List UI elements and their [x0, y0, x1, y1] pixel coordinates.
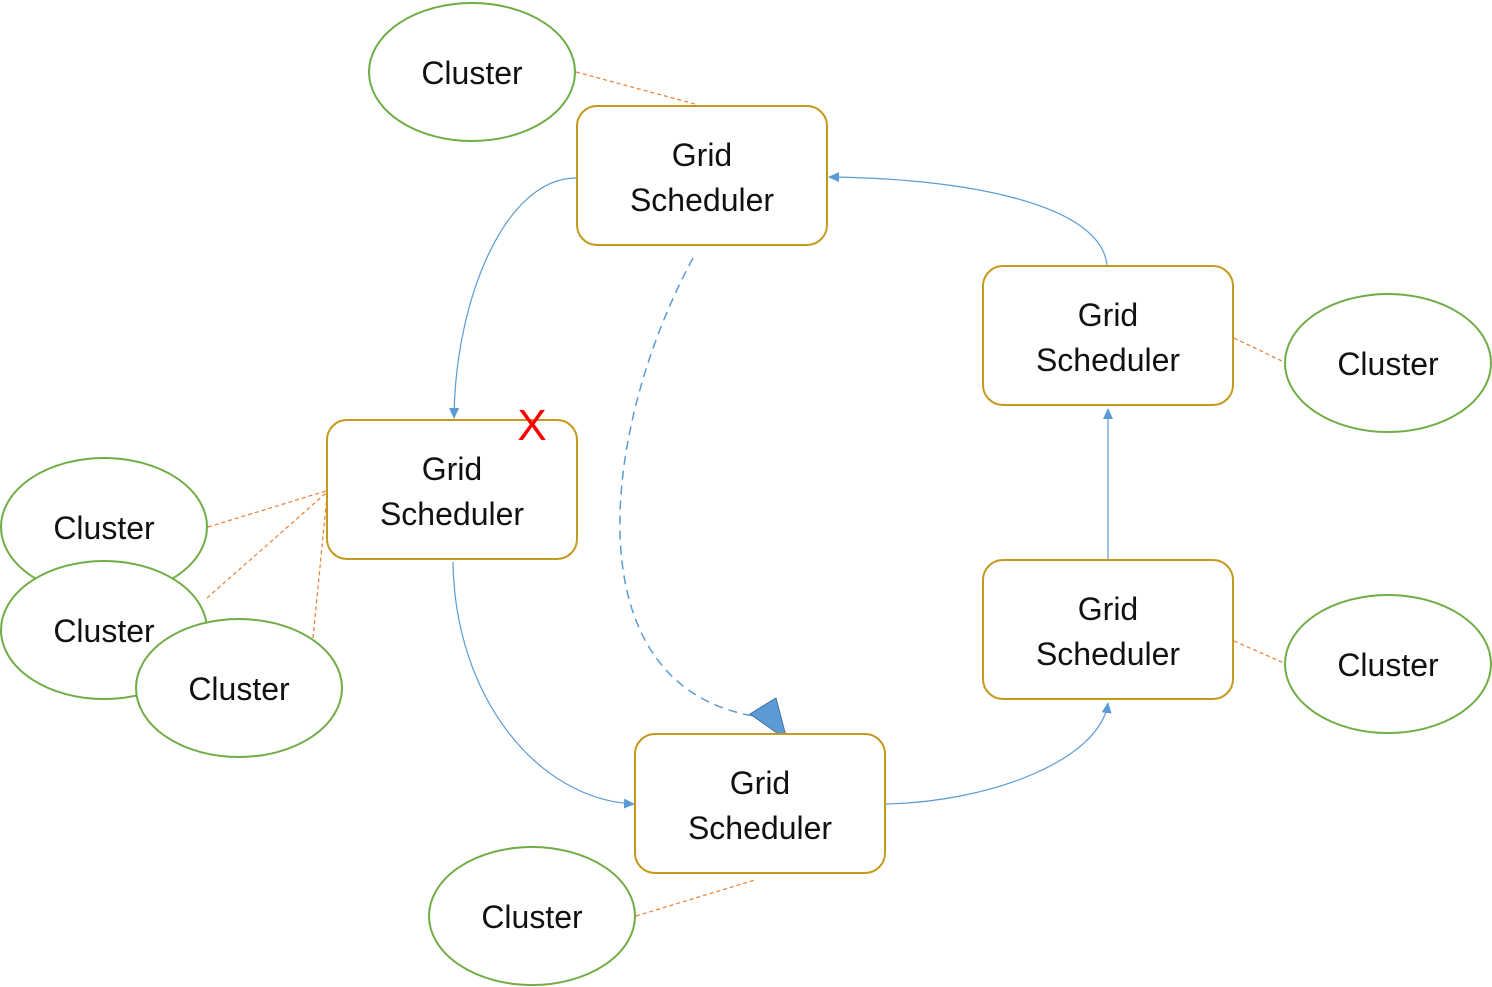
scheduler-box — [982, 265, 1234, 406]
schedulers: Grid Scheduler Grid Scheduler X Grid Sch… — [326, 105, 1234, 874]
cluster-left-3: Cluster — [135, 618, 343, 758]
scheduler-right-lower: Grid Scheduler — [982, 559, 1234, 700]
scheduler-left: Grid Scheduler X — [326, 401, 578, 560]
scheduler-bottom: Grid Scheduler — [634, 733, 886, 874]
cluster-link-top — [575, 71, 696, 105]
cluster-link-right-upper — [1233, 337, 1285, 363]
cluster-ellipse — [368, 2, 576, 142]
cluster-link-left-2 — [206, 492, 327, 599]
cluster-label: Cluster — [421, 55, 523, 91]
scheduler-label-line1: Grid — [730, 765, 790, 801]
cluster-ellipse — [1284, 594, 1492, 734]
scheduler-label-line2: Scheduler — [1036, 342, 1180, 378]
cluster-right-lower: Cluster — [1284, 594, 1492, 734]
bypass-arrow-top-to-bottom — [619, 257, 761, 718]
cluster-right-upper: Cluster — [1284, 293, 1492, 433]
cluster-label: Cluster — [1337, 346, 1439, 382]
failure-x-icon: X — [517, 401, 546, 450]
cluster-label: Cluster — [1337, 647, 1439, 683]
flow-arrows — [449, 172, 1113, 809]
scheduler-label-line2: Scheduler — [1036, 636, 1180, 672]
cluster-links — [206, 71, 1285, 917]
cluster-top: Cluster — [368, 2, 576, 142]
cluster-ellipse — [428, 846, 636, 986]
scheduler-label-line2: Scheduler — [380, 496, 524, 532]
flow-arrow-bottom-to-right-lower — [885, 702, 1112, 805]
cluster-link-right-lower — [1233, 640, 1285, 664]
cluster-label: Cluster — [188, 671, 290, 707]
flow-arrow-right-upper-to-top — [828, 172, 1108, 266]
cluster-label: Cluster — [53, 510, 155, 546]
cluster-link-bottom — [635, 879, 756, 917]
scheduler-box — [576, 105, 828, 246]
cluster-label: Cluster — [53, 613, 155, 649]
cluster-ellipse — [135, 618, 343, 758]
scheduler-label-line1: Grid — [672, 137, 732, 173]
flow-arrow-left-to-bottom — [452, 561, 635, 809]
cluster-link-left-3 — [312, 495, 328, 639]
scheduler-label-line1: Grid — [1078, 591, 1138, 627]
scheduler-box — [326, 419, 578, 560]
scheduler-label-line1: Grid — [422, 451, 482, 487]
scheduler-box — [634, 733, 886, 874]
scheduler-box — [982, 559, 1234, 700]
bypass-arrowhead — [749, 697, 788, 742]
cluster-ellipse — [1284, 293, 1492, 433]
scheduler-label-line2: Scheduler — [688, 810, 832, 846]
cluster-bottom: Cluster — [428, 846, 636, 986]
scheduler-right-upper: Grid Scheduler — [982, 265, 1234, 406]
cluster-label: Cluster — [481, 899, 583, 935]
scheduler-label-line1: Grid — [1078, 297, 1138, 333]
cluster-left-1: Cluster — [0, 457, 208, 597]
flow-arrow-top-to-left — [449, 177, 577, 419]
scheduler-label-line2: Scheduler — [630, 182, 774, 218]
scheduler-top: Grid Scheduler — [576, 105, 828, 246]
